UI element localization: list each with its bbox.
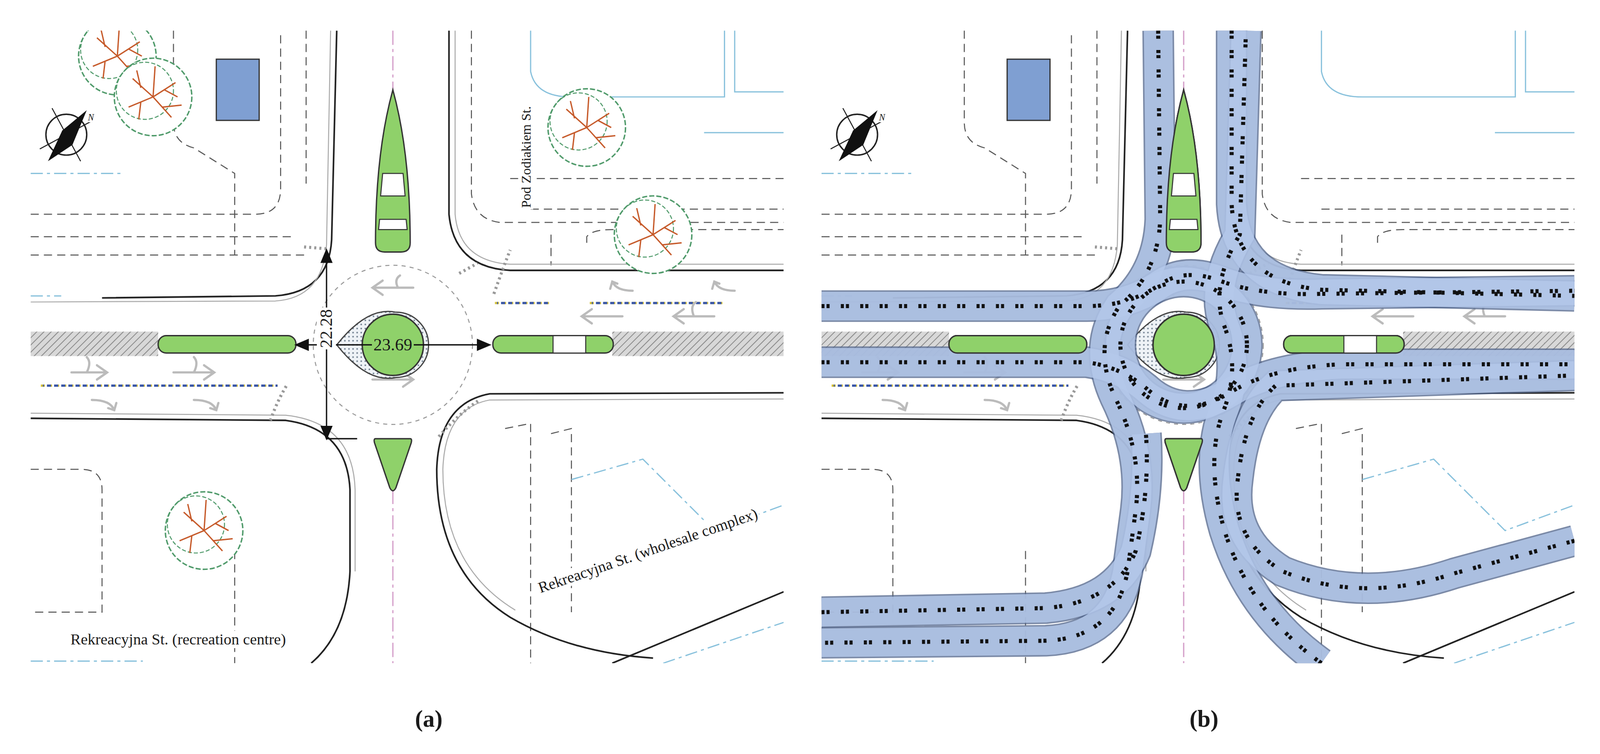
panel-label: (b) bbox=[1188, 706, 1220, 733]
panel-label: (a) bbox=[413, 706, 445, 733]
compass-north: N bbox=[86, 112, 96, 123]
street-name: Pod Zodiakiem St. bbox=[517, 104, 533, 210]
dimension-label: 23.69 bbox=[371, 335, 414, 355]
compass-north: N bbox=[877, 112, 887, 123]
dimension-label: 22.28 bbox=[316, 307, 337, 350]
street-name: Rekreacyjna St. (recreation centre) bbox=[69, 631, 288, 648]
